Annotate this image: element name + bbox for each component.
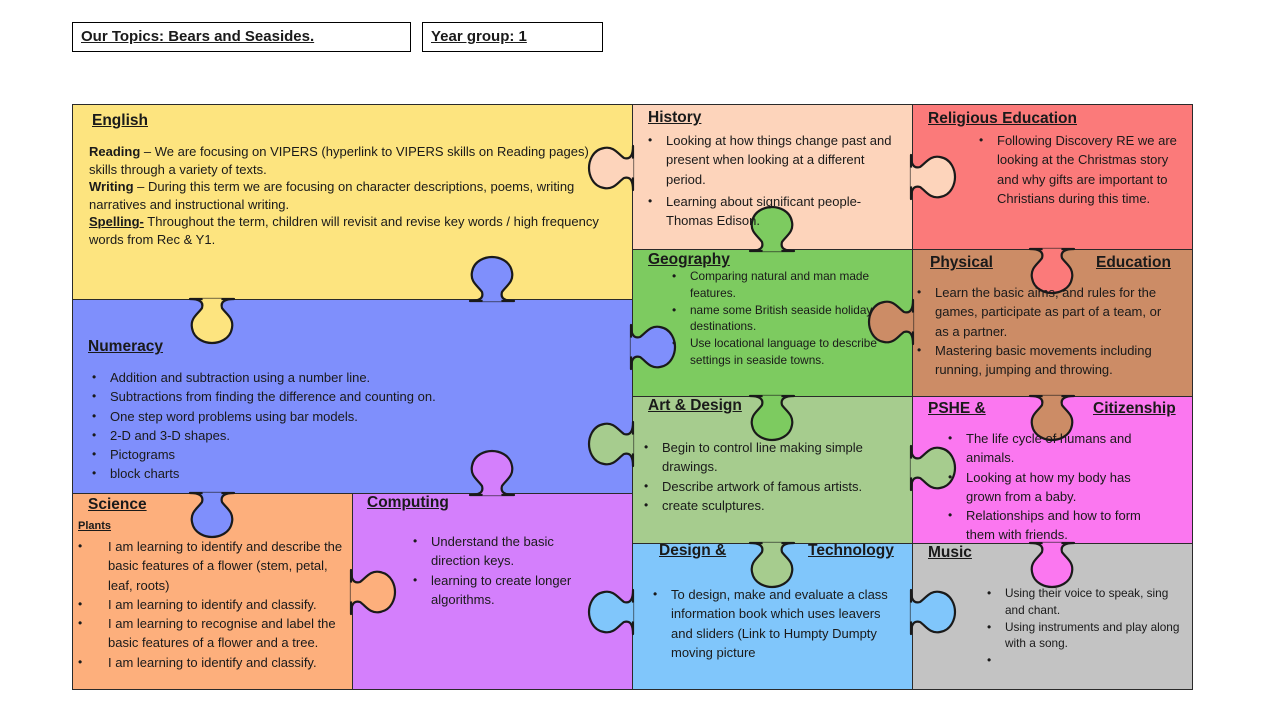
- english-reading: Reading – We are focusing on VIPERS (hyp…: [89, 143, 614, 178]
- computing-list: Understand the basic direction keys. lea…: [409, 532, 584, 609]
- list-item: Following Discovery RE we are looking at…: [975, 131, 1185, 208]
- topic-title: Our Topics: Bears and Seasides.: [81, 28, 315, 45]
- pe-list: Learn the basic aims, and rules for the …: [913, 283, 1175, 379]
- list-item: Addition and subtraction using a number …: [88, 368, 568, 388]
- list-item: Mastering basic movements including runn…: [913, 341, 1175, 380]
- pshe-title-left: PSHE &: [928, 400, 986, 417]
- history-title: History: [648, 109, 702, 126]
- dt-list: To design, make and evaluate a class inf…: [649, 585, 904, 662]
- list-item: One step word problems using bar models.: [88, 407, 568, 427]
- list-item: Describe artwork of famous artists.: [640, 477, 905, 497]
- spelling-text: Throughout the term, children will revis…: [89, 214, 599, 247]
- music-title: Music: [928, 544, 972, 561]
- re-title: Religious Education: [928, 110, 1077, 127]
- numeracy-title: Numeracy: [88, 338, 163, 355]
- geography-list: Comparing natural and man made features.…: [668, 268, 893, 369]
- art-design-title: Art & Design: [648, 397, 742, 414]
- reading-text: – We are focusing on VIPERS (hyperlink t…: [89, 144, 589, 177]
- list-item: I am learning to recognise and label the…: [74, 614, 349, 653]
- list-item: block charts: [88, 464, 568, 484]
- list-item: I am learning to identify and classify.: [74, 595, 349, 615]
- writing-label: Writing: [89, 179, 134, 195]
- pshe-list: The life cycle of humans and animals. Lo…: [944, 429, 1169, 545]
- list-item: Understand the basic direction keys.: [409, 532, 584, 571]
- dt-title-left: Design &: [659, 542, 727, 559]
- list-item: Looking at how my body has grown from a …: [944, 468, 1169, 507]
- science-title: Science: [88, 496, 147, 513]
- list-item: I am learning to identify and describe t…: [74, 537, 349, 595]
- list-item: Learning about significant people- Thoma…: [644, 192, 899, 231]
- list-item: Looking at how things change past and pr…: [644, 131, 899, 189]
- list-item: Relationships and how to form them with …: [944, 506, 1169, 545]
- list-item: Subtractions from finding the difference…: [88, 387, 568, 407]
- history-list: Looking at how things change past and pr…: [644, 131, 899, 230]
- computing-title: Computing: [367, 494, 449, 511]
- science-subtitle: Plants: [78, 520, 112, 532]
- list-item: Comparing natural and man made features.: [668, 268, 893, 302]
- list-item: Begin to control line making simple draw…: [640, 438, 905, 477]
- list-item: create sculptures.: [640, 496, 905, 516]
- list-item: To design, make and evaluate a class inf…: [649, 585, 904, 662]
- english-title: English: [92, 112, 148, 129]
- topic-title-box: Our Topics: Bears and Seasides.: [72, 22, 411, 52]
- list-item: learning to create longer algorithms.: [409, 571, 584, 610]
- reading-label: Reading: [89, 144, 141, 159]
- re-list: Following Discovery RE we are looking at…: [975, 131, 1185, 208]
- list-item: 2-D and 3-D shapes.: [88, 426, 568, 446]
- list-item: Using instruments and play along with a …: [983, 619, 1183, 653]
- list-item: I am learning to identify and classify.: [74, 653, 349, 673]
- spelling-label: Spelling-: [89, 214, 144, 230]
- list-item: Learn the basic aims, and rules for the …: [913, 283, 1175, 341]
- pe-title-right: Education: [1096, 254, 1171, 271]
- pe-title-left: Physical: [930, 254, 993, 271]
- art-design-list: Begin to control line making simple draw…: [640, 438, 905, 515]
- dt-title-right: Technology: [808, 542, 894, 559]
- list-item: The life cycle of humans and animals.: [944, 429, 1169, 468]
- english-body: Reading – We are focusing on VIPERS (hyp…: [89, 143, 614, 249]
- music-list: Using their voice to speak, sing and cha…: [983, 585, 1183, 669]
- list-item: Use locational language to describe sett…: [668, 335, 893, 369]
- list-item: Using their voice to speak, sing and cha…: [983, 585, 1183, 619]
- writing-text: – During this term we are focusing on ch…: [89, 179, 575, 212]
- english-spelling: Spelling- Throughout the term, children …: [89, 213, 614, 248]
- geography-title: Geography: [648, 251, 730, 268]
- piece-english: [72, 104, 633, 300]
- english-writing: Writing – During this term we are focusi…: [89, 178, 614, 213]
- list-item: [983, 652, 1183, 669]
- pshe-title-right: Citizenship: [1093, 400, 1176, 417]
- numeracy-list: Addition and subtraction using a number …: [88, 368, 568, 484]
- list-item: Pictograms: [88, 445, 568, 465]
- year-group-box: Year group: 1: [422, 22, 603, 52]
- year-group-label: Year group: 1: [431, 28, 527, 45]
- science-list: I am learning to identify and describe t…: [74, 537, 349, 672]
- list-item: name some British seaside holiday destin…: [668, 302, 893, 336]
